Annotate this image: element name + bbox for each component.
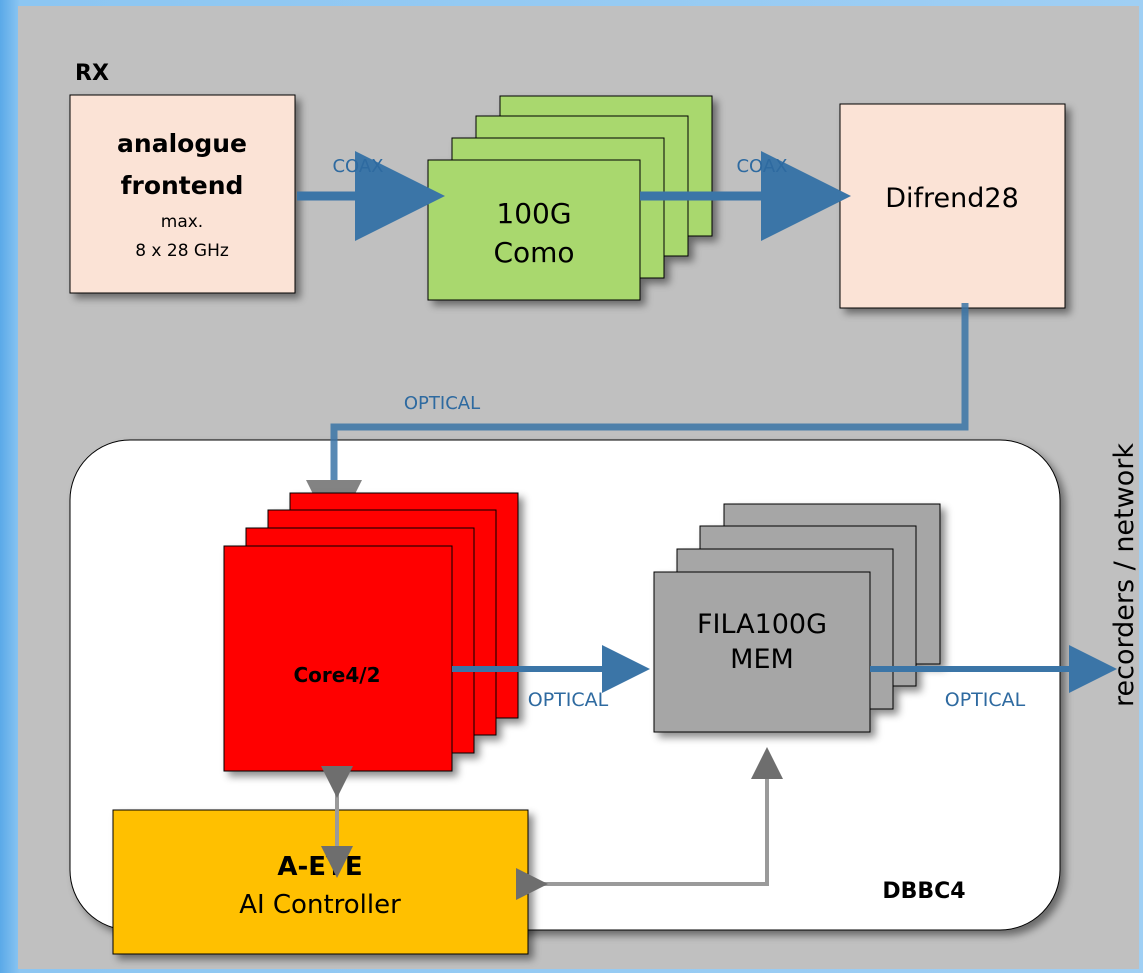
como-line1: 100G [496,197,571,230]
como-line2: Como [493,236,574,269]
rx-label: RX [75,61,109,86]
a-eye-box [112,809,529,955]
fila-stack [653,503,941,733]
frontend-line4: 8 x 28 GHz [135,241,229,261]
optical-path-top [306,303,969,536]
a-eye-line1: A-EYE [277,852,362,882]
fila-line1: FILA100G [697,609,827,640]
frontend-line1: analogue [117,129,247,158]
fila-front-card [653,571,871,733]
como-stack [427,95,713,301]
coax-label-2: COAX [736,156,787,177]
como-front-card [427,159,641,301]
fila-line2: MEM [730,644,794,675]
control-arrow-aeye-fila [516,747,783,900]
core-front-card [223,545,453,772]
frontend-line2: frontend [121,171,244,200]
dbbc4-label: DBBC4 [882,879,965,904]
coax-label-1: COAX [332,156,383,177]
core-label: Core4/2 [294,663,381,687]
difrend28-label: Difrend28 [885,183,1019,214]
analogue-frontend-box [69,94,296,294]
optical-label-core-fila: OPTICAL [528,689,609,711]
a-eye-line2: AI Controller [239,890,401,920]
core-stack [223,492,519,772]
frontend-line3: max. [161,212,203,232]
optical-label-out: OPTICAL [945,689,1026,711]
difrend28-box [839,103,1066,309]
optical-label-top: OPTICAL [404,393,480,414]
output-label: recorders / network [1109,443,1140,707]
